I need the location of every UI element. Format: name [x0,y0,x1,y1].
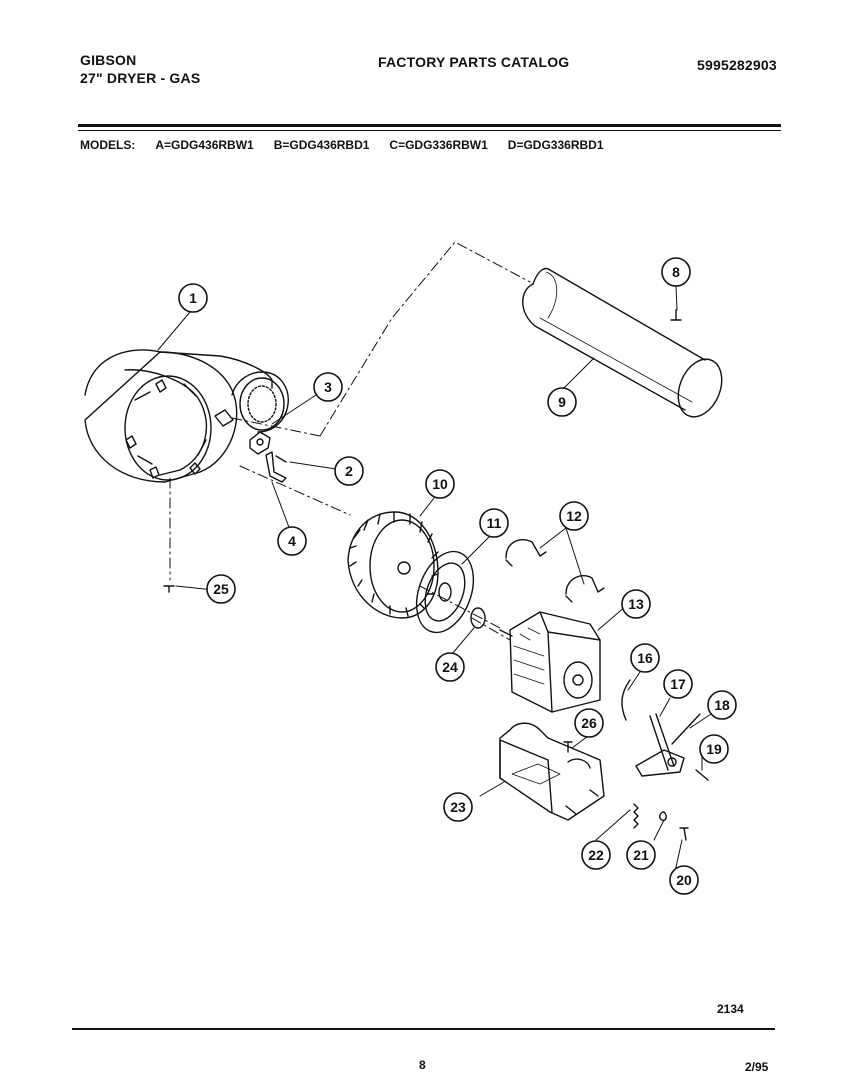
callout-18: 18 [707,690,737,720]
figure-number: 2134 [717,1002,744,1016]
clip-21 [659,811,667,822]
clip-24 [470,607,486,629]
screw-25 [163,585,175,593]
footer-rule [72,1028,775,1030]
callout-19: 19 [699,734,729,764]
idler-arm [635,713,701,777]
svg-text:1: 1 [189,290,197,306]
svg-text:13: 13 [628,596,644,612]
assembly-line-drum [319,241,531,437]
svg-text:24: 24 [442,659,458,675]
wire-16 [621,679,631,721]
model-c: C=GDG336RBW1 [389,138,488,152]
svg-text:19: 19 [706,741,722,757]
callout-2: 2 [334,456,364,486]
svg-text:10: 10 [432,476,448,492]
svg-text:20: 20 [676,872,692,888]
svg-text:4: 4 [288,533,296,549]
blower-wheel [347,511,439,619]
header-rule-thick [78,124,781,127]
callout-13: 13 [621,589,651,619]
model-b: B=GDG436RBD1 [273,138,370,152]
product-name: 27" DRYER - GAS [80,70,201,86]
catalog-title: FACTORY PARTS CATALOG [378,54,570,70]
callout-26: 26 [574,708,604,738]
callout-8: 8 [661,257,691,287]
callout-3: 3 [313,372,343,402]
svg-text:2: 2 [345,463,353,479]
models-label: MODELS: [80,138,136,152]
page-number: 8 [419,1058,426,1072]
screw-26 [563,741,573,753]
callout-21: 21 [626,840,656,870]
svg-text:21: 21 [633,847,649,863]
callout-25: 25 [206,574,236,604]
svg-text:9: 9 [558,394,566,410]
motor-mount [499,722,605,821]
motor-straps [505,539,605,603]
spring-22 [633,803,639,829]
svg-text:16: 16 [637,650,653,666]
blower-housing [84,349,289,483]
callout-12: 12 [559,501,589,531]
callout-10: 10 [425,469,455,499]
svg-text:3: 3 [324,379,332,395]
fitting [249,431,271,455]
svg-text:18: 18 [714,697,730,713]
callout-24: 24 [435,652,465,682]
callout-23: 23 [443,792,473,822]
screw-2 [275,455,287,463]
part-number: 5995282903 [697,57,777,73]
svg-text:23: 23 [450,799,466,815]
model-a: A=GDG436RBW1 [155,138,254,152]
brand-name: GIBSON [80,52,137,68]
svg-text:12: 12 [566,508,582,524]
svg-text:22: 22 [588,847,604,863]
svg-text:8: 8 [672,264,680,280]
drum-cylinder [522,267,723,418]
callout-20: 20 [669,865,699,895]
callout-11: 11 [479,508,509,538]
screw-20 [679,827,689,841]
svg-text:17: 17 [670,676,686,692]
callout-22: 22 [581,840,611,870]
seal-plate [415,550,475,634]
header-rule-thin [78,130,781,131]
screw-19 [695,769,709,781]
models-line: MODELS: A=GDG436RBW1 B=GDG436RBD1 C=GDG3… [80,138,624,152]
callout-1: 1 [178,283,208,313]
screw-8 [670,309,682,321]
callout-16: 16 [630,643,660,673]
svg-text:11: 11 [487,515,502,531]
svg-text:26: 26 [581,715,597,731]
bracket [265,451,287,483]
motor [499,611,601,713]
model-d: D=GDG336RBD1 [507,138,604,152]
revision-date: 2/95 [745,1060,769,1074]
svg-text:25: 25 [213,581,229,597]
callout-9: 9 [547,387,577,417]
callout-17: 17 [663,669,693,699]
callout-4: 4 [277,526,307,556]
